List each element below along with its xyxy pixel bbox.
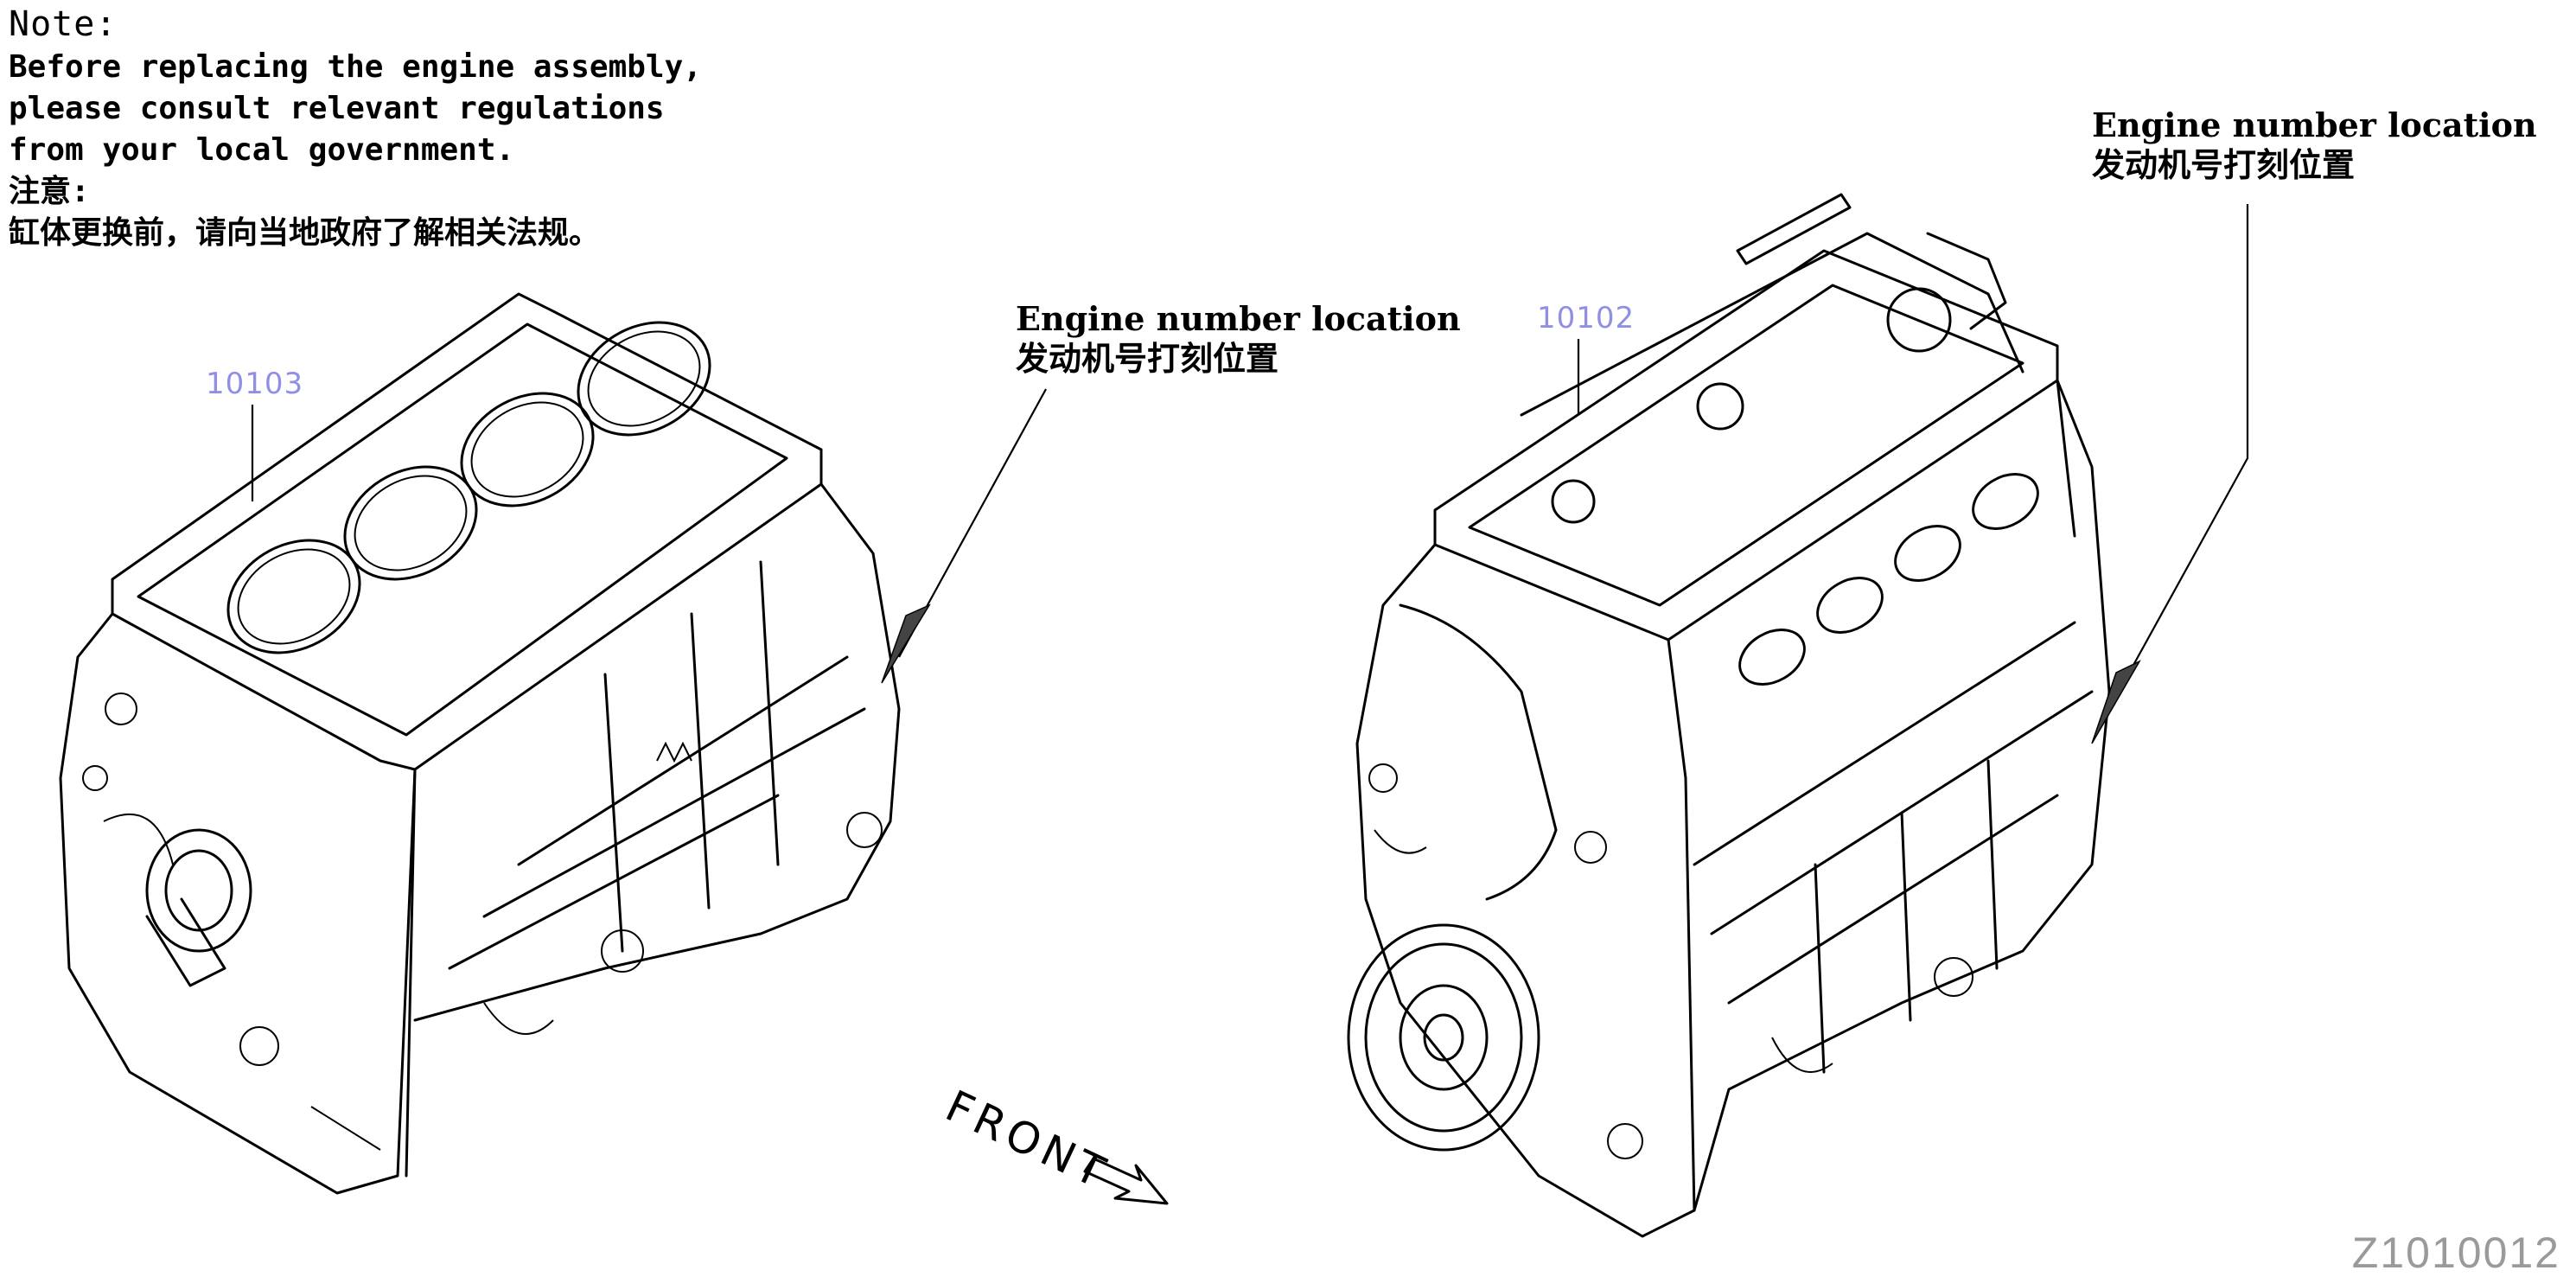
callout-en: Engine number location [2092, 105, 2537, 144]
callout-engine-number-right: Engine number location 发动机号打刻位置 [2092, 105, 2537, 185]
callout-cn: 发动机号打刻位置 [1016, 339, 1279, 378]
front-arrow-icon [1083, 1157, 1169, 1205]
engine-assembly-drawing [1347, 193, 2249, 1238]
note-cn-heading: 注意: [9, 174, 90, 209]
cylinder-block-drawing [59, 292, 1047, 1195]
note-line-1: Before replacing the engine assembly, [9, 49, 702, 85]
note-block: Note: Before replacing the engine assemb… [9, 3, 702, 254]
figure-id: Z1010012 [2351, 1229, 2560, 1277]
callout-cn: 发动机号打刻位置 [2092, 145, 2356, 184]
note-line-3: from your local government. [9, 132, 515, 168]
note-cn-text: 缸体更换前，请向当地政府了解相关法规。 [9, 215, 601, 251]
callout-engine-number-left: Engine number location 发动机号打刻位置 [1016, 299, 1461, 379]
note-line-2: please consult relevant regulations [9, 91, 665, 126]
part-number-engine[interactable]: 10102 [1537, 301, 1636, 335]
part-number-block[interactable]: 10103 [206, 367, 304, 401]
note-heading: Note: [9, 4, 118, 44]
callout-en: Engine number location [1016, 299, 1461, 338]
